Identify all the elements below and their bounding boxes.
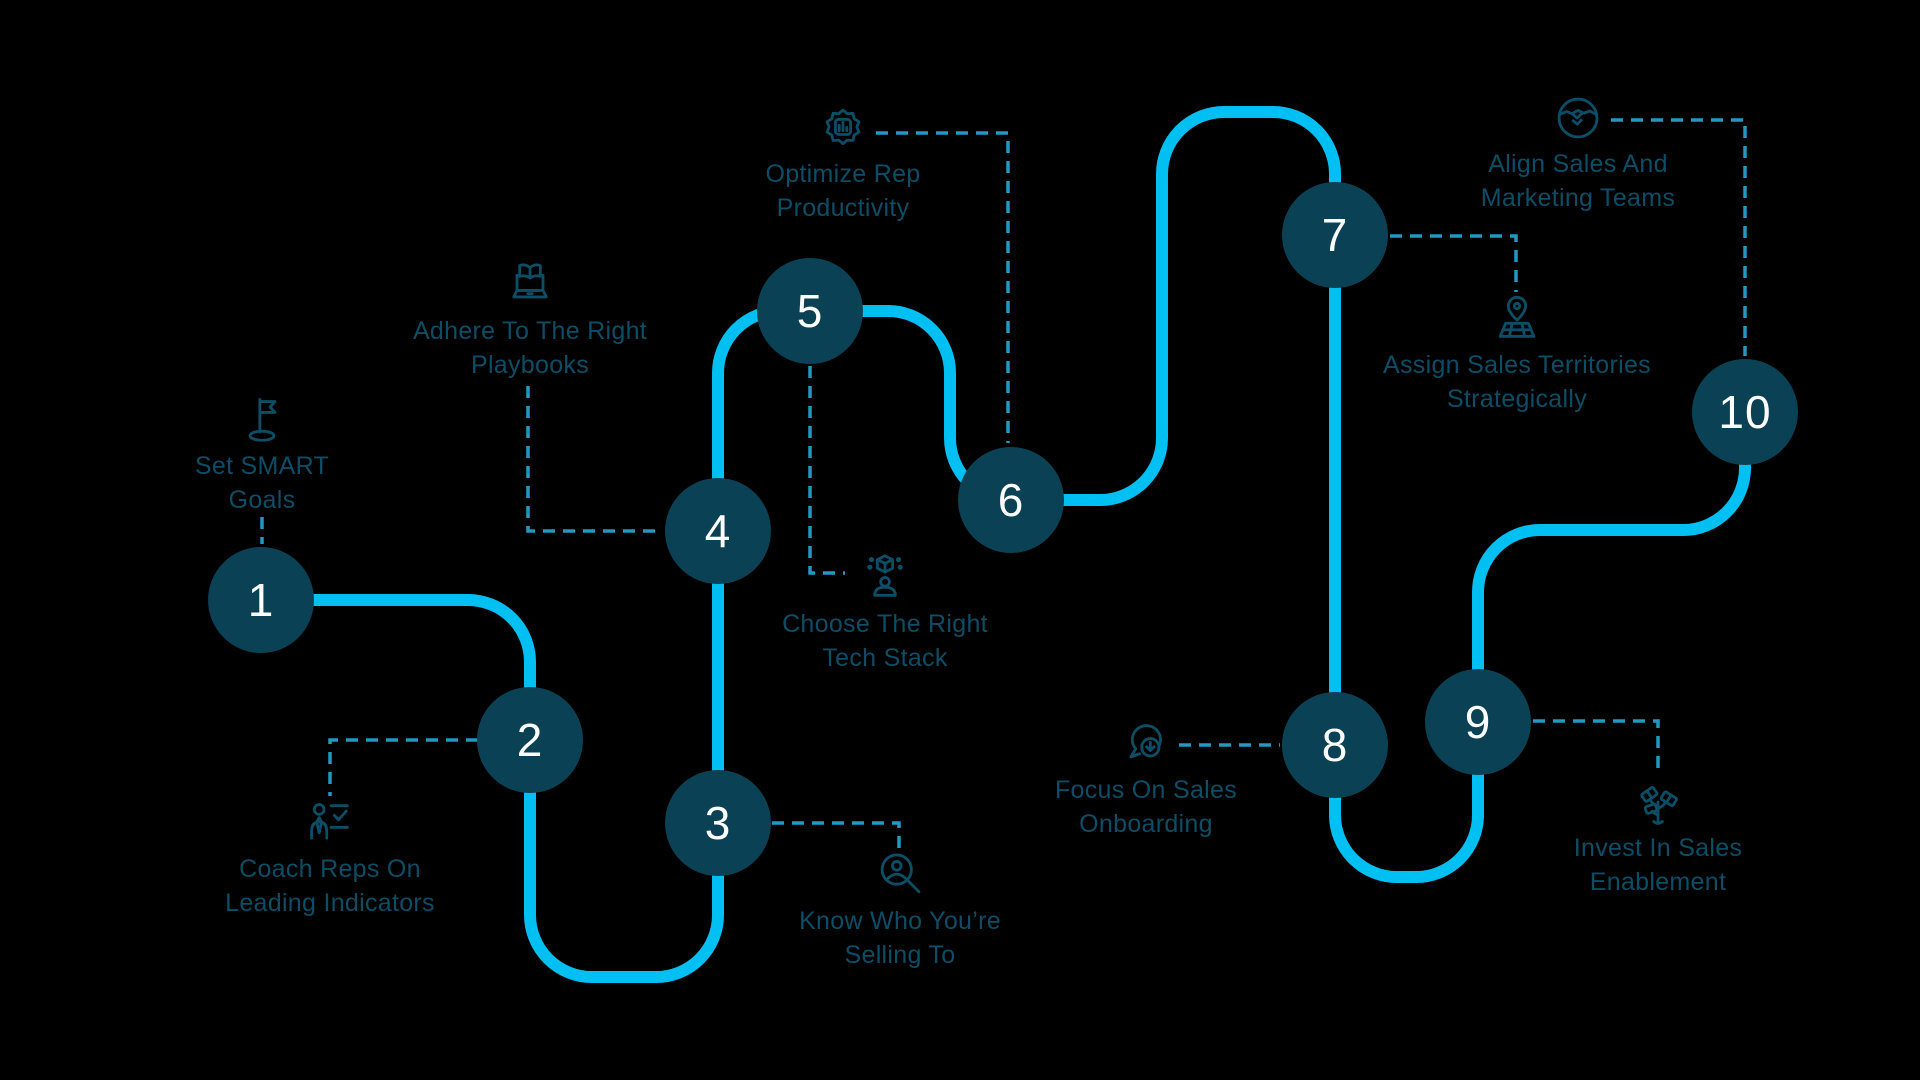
step-label-line: Focus On Sales [1054,776,1238,804]
step-label-line: Align Sales And [1488,150,1668,178]
step-label-7: Assign Sales Territories Strategically [1327,293,1707,413]
step-label-8: Focus On Sales Onboarding [956,718,1336,838]
step-number: 9 [1464,696,1492,748]
step-node-2: 2 [477,687,583,793]
step-label-line: Onboarding [1079,810,1213,838]
step-number: 8 [1321,719,1349,771]
step-node-7: 7 [1282,182,1388,288]
step-label-line: Enablement [1589,868,1727,896]
connector-step-5 [808,366,845,575]
step-label-line: Invest In Sales [1573,834,1743,862]
connector-step-3 [772,821,901,850]
step-node-9: 9 [1425,669,1531,775]
step-label-line: Goals [228,486,296,514]
step-label-line: Productivity [776,194,910,222]
coach-checklist-icon [310,803,349,840]
step-label-5: Choose The Right Tech Stack [695,552,1075,672]
connector-step-6 [876,131,1010,443]
step-number: 2 [516,714,544,766]
step-label-line: Coach Reps On [239,855,421,883]
step-label-2: Coach Reps On Leading Indicators [140,797,520,917]
step-node-4: 4 [665,478,771,584]
step-number: 3 [704,797,732,849]
connector-step-9 [1533,719,1660,774]
step-label-line: Tech Stack [822,644,948,672]
step-node-8: 8 [1282,692,1388,798]
step-number: 7 [1321,209,1349,261]
step-label-line: Marketing Teams [1480,184,1676,212]
step-label-6: Optimize Rep Productivity [653,102,1033,222]
step-label-line: Set SMART [194,452,330,480]
step-label-line: Adhere To The Right [412,317,648,345]
step-label-4: Adhere To The Right Playbooks [340,259,720,379]
investment-plant-icon [1640,786,1678,825]
productivity-badge-icon [825,108,861,146]
person-magnifier-icon [880,853,921,894]
step-number: 4 [704,505,732,557]
step-node-3: 3 [665,770,771,876]
connector-step-2 [328,738,478,796]
playbook-laptop-icon [512,263,548,299]
step-number: 1 [247,574,275,626]
step-label-line: Assign Sales Territories [1383,351,1651,379]
onboarding-chat-download-icon [1129,724,1162,759]
connector-step-4 [526,386,663,533]
step-number: 5 [796,285,824,337]
step-number: 6 [997,474,1025,526]
step-label-line: Strategically [1446,385,1588,413]
step-label-line: Optimize Rep [765,160,921,188]
territory-map-pin-icon [1498,295,1536,338]
step-label-1: Set SMART Goals [72,394,452,514]
step-node-1: 1 [208,547,314,653]
step-label-line: Selling To [844,941,956,969]
connector-step-7 [1390,234,1518,292]
step-node-10: 10 [1692,359,1798,465]
tech-stack-cube-icon [867,554,903,597]
step-label-line: Playbooks [470,351,590,379]
handshake-circle-icon [1557,97,1599,139]
step-node-5: 5 [757,258,863,364]
step-label-9: Invest In Sales Enablement [1468,776,1848,896]
step-label-10: Align Sales And Marketing Teams [1388,92,1768,212]
step-label-line: Leading Indicators [225,889,435,917]
flag-icon [248,398,277,442]
connector-step-10 [1611,118,1747,356]
step-label-line: Choose The Right [782,610,988,638]
step-label-3: Know Who You’re Selling To [710,849,1090,969]
step-number: 10 [1718,386,1772,438]
step-label-line: Know Who You’re [799,907,1001,935]
route-line [261,106,1751,983]
step-node-6: 6 [958,447,1064,553]
